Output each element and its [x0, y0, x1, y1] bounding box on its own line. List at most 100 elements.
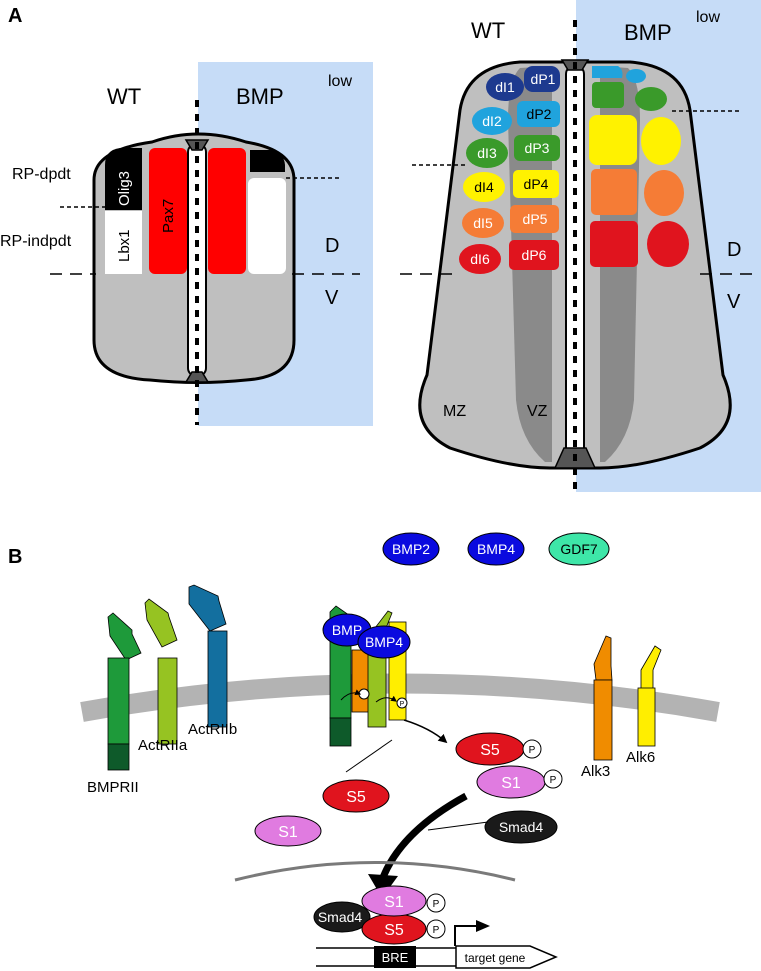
di6-label: dI6 — [470, 251, 490, 267]
complex-phospho-2 — [396, 697, 408, 709]
smad1 — [254, 815, 322, 847]
right-bmp-label: BMP — [624, 20, 672, 45]
transcription-start-line — [454, 925, 478, 946]
bmp-low-progenitor-dp3 — [592, 82, 624, 108]
dp6-label: dP6 — [522, 247, 547, 263]
dp5-label: dP5 — [523, 211, 548, 227]
wt-interneurons: dI1 dI2 dI3 dI4 dI5 dI6 — [459, 73, 524, 274]
gdf7-label: GDF7 — [560, 541, 598, 557]
nuclear-translocation-arrowhead — [368, 874, 398, 898]
left-pax7-domain — [149, 148, 187, 274]
complex-smad1 — [361, 885, 427, 917]
left-olig3-label: Olig3 — [116, 171, 133, 206]
interneuron-di5 — [462, 208, 504, 238]
progenitor-dp4 — [513, 170, 559, 198]
progenitor-dp6 — [509, 240, 559, 270]
right-dorsal-label: D — [727, 239, 741, 261]
left-olig3-domain — [105, 148, 142, 210]
alk3-ligand-domain — [593, 635, 613, 681]
smad5-label: S5 — [346, 789, 366, 806]
complex-smad4-label: Smad4 — [318, 909, 363, 925]
target-gene-label: target gene — [465, 951, 526, 965]
dp1-label: dP1 — [531, 71, 556, 87]
bmprii-ligand-domain — [107, 612, 142, 661]
smad5 — [322, 779, 390, 813]
phospho-smad5-p-label: P — [529, 745, 536, 756]
bmp-low-progenitors — [589, 66, 638, 267]
left-ventral-label: V — [325, 287, 339, 309]
left-section: WT BMP low Olig3 Lbx1 Pax7 RP-dpdt RP-in… — [0, 62, 373, 426]
phosphorylation-arrow-2 — [375, 695, 397, 703]
phosphorylation-arrow-1 — [340, 689, 362, 701]
alk6-ligand-domain — [640, 645, 662, 691]
bmp-low-interneuron-di2 — [626, 69, 646, 83]
phosphorylated-smads: S5 P S1 P — [455, 732, 563, 799]
smad1-label: S1 — [278, 824, 298, 841]
right-bmp-superscript: low — [696, 9, 720, 26]
bmprii-kinase — [107, 743, 130, 771]
right-ventral-label: V — [727, 291, 741, 313]
complex-smad5-p — [426, 919, 446, 939]
left-wt-label: WT — [107, 84, 141, 109]
phospho-smad1-label: S1 — [501, 775, 521, 792]
bmp-low-progenitor-dp2 — [592, 66, 623, 78]
left-pax7-label: Pax7 — [160, 199, 177, 233]
bmprii-receptor — [107, 657, 130, 745]
complex-smad1-p — [426, 893, 446, 913]
bmp-low-interneuron-di5 — [644, 170, 684, 216]
bmp-low-progenitor-dp4 — [589, 115, 637, 165]
alk3-receptor — [593, 679, 613, 761]
type1-receptors: Alk3 Alk6 — [581, 635, 662, 780]
actriia-label: ActRIIa — [138, 737, 188, 754]
complex-smad5-label: S5 — [384, 922, 404, 939]
di1-label: dI1 — [495, 79, 515, 95]
panel-b-label: B — [8, 546, 22, 568]
di2-label: dI2 — [482, 113, 502, 129]
type2-receptors: BMPRII ActRIIa ActRIIb — [87, 584, 237, 796]
complex-ligand-2 — [357, 625, 411, 659]
progenitor-dp2 — [517, 101, 560, 127]
interneuron-di6 — [459, 244, 501, 274]
ligand-bmp2 — [382, 532, 440, 566]
bre-element — [374, 946, 416, 968]
complex-alk3-receptor — [351, 649, 370, 713]
dp3-label: dP3 — [525, 140, 550, 156]
complex-ligand-1-label: BMP — [332, 622, 362, 638]
activation-arrow — [403, 719, 448, 744]
progenitor-dp1 — [524, 66, 560, 92]
vz-label: VZ — [527, 403, 548, 420]
ligands: BMP2 BMP4 GDF7 — [382, 532, 610, 566]
complex-smad4 — [313, 901, 371, 933]
complex-bmprii-receptor — [329, 639, 352, 719]
interneuron-di4 — [463, 172, 505, 202]
target-gene-box — [455, 945, 558, 969]
left-bmp-label: BMP — [236, 84, 284, 109]
alk6-receptor — [637, 687, 656, 747]
bmp2-label: BMP2 — [392, 541, 430, 557]
phospho-smad5-label: S5 — [480, 742, 500, 759]
interneuron-di3 — [466, 138, 508, 168]
panel-a-label: A — [8, 5, 22, 27]
actriib-ligand-domain — [188, 584, 227, 632]
complex-smad1-label: S1 — [384, 894, 404, 911]
rp-independent-label: RP-indpdt — [0, 233, 72, 250]
alk3-label: Alk3 — [581, 763, 610, 780]
ligand-gdf7 — [548, 532, 610, 566]
actriib-label: ActRIIb — [188, 721, 237, 738]
bmprii-label: BMPRII — [87, 779, 139, 796]
phospho-smad1-p — [543, 769, 563, 789]
free-smads: S5 S1 Smad4 — [254, 779, 558, 847]
nuclear-envelope — [234, 861, 516, 882]
bre-label: BRE — [382, 950, 409, 965]
complex-phospho-2-label: P — [400, 701, 405, 708]
phospho-smad1-p-label: P — [550, 775, 557, 786]
left-lbx1-domain — [105, 211, 142, 274]
phospho-smad5-p — [522, 739, 542, 759]
bmp-low-progenitor-dp5 — [591, 169, 637, 215]
actriia-ligand-domain — [144, 598, 178, 648]
left-bmp-superscript: low — [328, 73, 352, 90]
di5-label: dI5 — [473, 215, 493, 231]
dp4-label: dP4 — [524, 176, 549, 192]
left-lbx1-label: Lbx1 — [116, 229, 133, 262]
